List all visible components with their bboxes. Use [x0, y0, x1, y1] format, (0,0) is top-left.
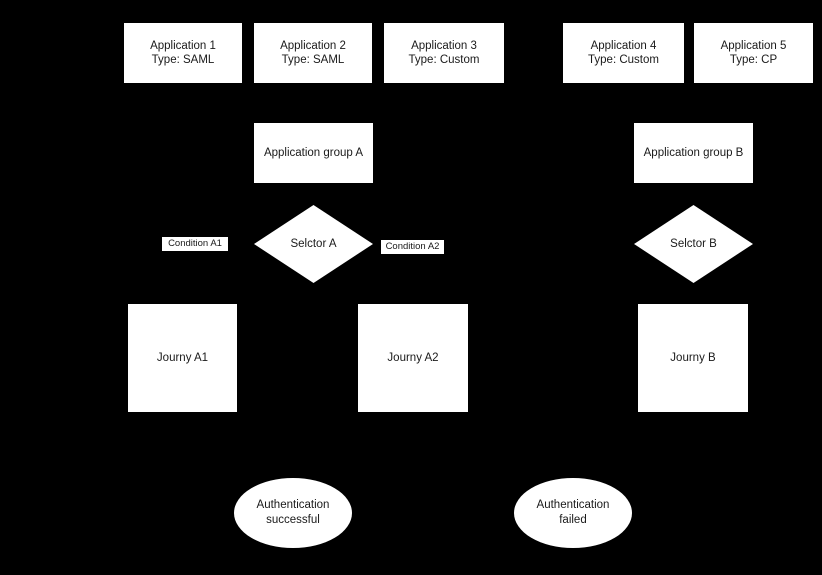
- outcome-authentication-successful-label: Authentication successful: [256, 499, 330, 526]
- application-box-5[interactable]: Application 5 Type: CP: [694, 23, 813, 83]
- application-group-a-label: Application group A: [263, 146, 364, 159]
- application-box-1[interactable]: Application 1 Type: SAML: [124, 23, 242, 83]
- application-box-5-label: Application 5 Type: CP: [720, 39, 787, 66]
- selector-a-label: Selctor A: [290, 238, 337, 250]
- application-box-4-label: Application 4 Type: Custom: [588, 39, 659, 66]
- outcome-authentication-failed[interactable]: Authentication failed: [514, 478, 632, 548]
- selector-b-label: Selctor B: [670, 238, 717, 250]
- application-group-b-box[interactable]: Application group B: [634, 123, 753, 183]
- journey-b-label: Journy B: [670, 351, 716, 364]
- selector-a-diamond[interactable]: Selctor A: [254, 205, 373, 283]
- journey-a2-box[interactable]: Journy A2: [358, 304, 468, 412]
- application-group-b-label: Application group B: [643, 146, 744, 159]
- application-box-2[interactable]: Application 2 Type: SAML: [254, 23, 372, 83]
- application-box-4[interactable]: Application 4 Type: Custom: [563, 23, 684, 83]
- journey-a1-box[interactable]: Journy A1: [128, 304, 237, 412]
- application-box-2-label: Application 2 Type: SAML: [280, 39, 346, 66]
- application-group-a-box[interactable]: Application group A: [254, 123, 373, 183]
- condition-a1-label: Condition A1: [162, 237, 228, 251]
- application-box-1-label: Application 1 Type: SAML: [150, 39, 216, 66]
- application-box-3[interactable]: Application 3 Type: Custom: [384, 23, 504, 83]
- condition-a2-label: Condition A2: [381, 240, 444, 254]
- application-box-3-label: Application 3 Type: Custom: [408, 39, 480, 66]
- journey-b-box[interactable]: Journy B: [638, 304, 748, 412]
- journey-a1-label: Journy A1: [156, 351, 209, 364]
- journey-a2-label: Journy A2: [387, 351, 439, 364]
- selector-b-diamond[interactable]: Selctor B: [634, 205, 753, 283]
- outcome-authentication-failed-label: Authentication failed: [536, 499, 610, 526]
- outcome-authentication-successful[interactable]: Authentication successful: [234, 478, 352, 548]
